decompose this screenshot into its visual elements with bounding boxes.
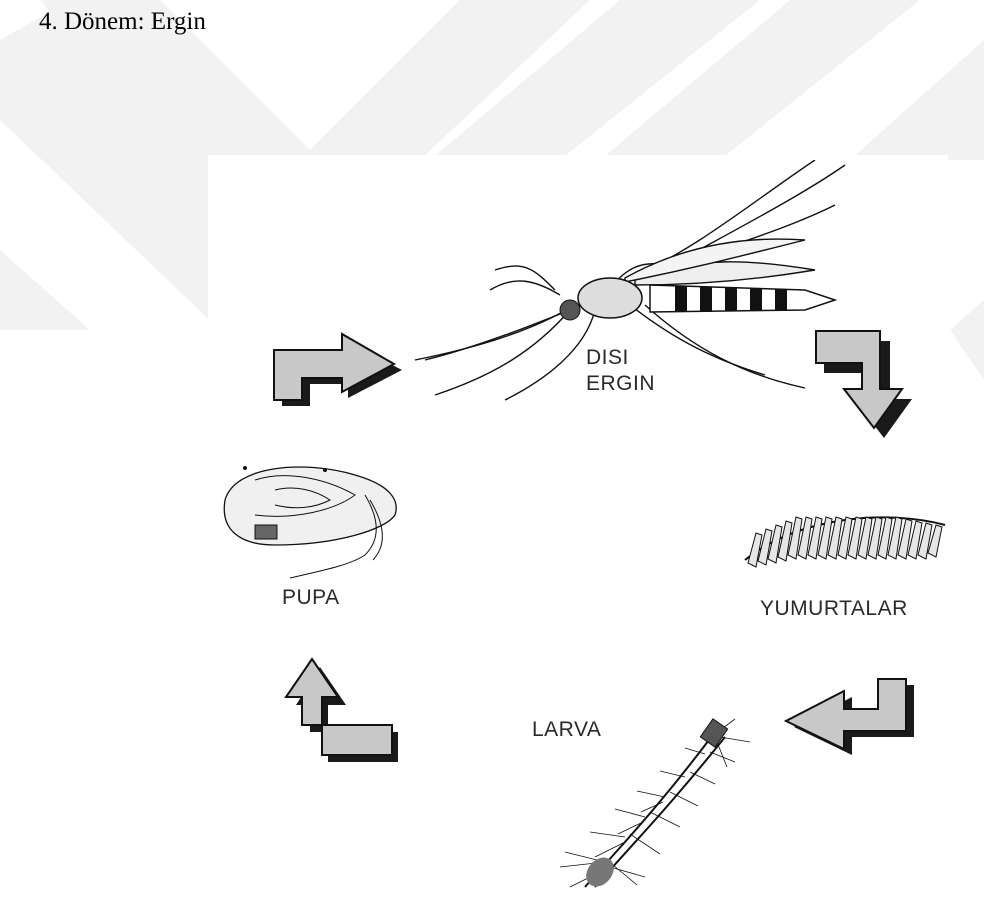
- pupa-icon: [215, 460, 415, 580]
- stage-label-larva: LARVA: [532, 718, 601, 742]
- page-heading: 4. Dönem: Ergin: [39, 8, 206, 36]
- stage-label-adult-line2: ERGIN: [586, 372, 655, 396]
- cycle-arrow-icon: [282, 655, 402, 765]
- cycle-arrow-icon: [782, 675, 922, 775]
- cycle-arrow-icon: [812, 323, 932, 443]
- cycle-arrow-icon: [270, 316, 410, 411]
- stage-label-pupa: PUPA: [282, 586, 340, 610]
- stage-label-eggs: YUMURTALAR: [760, 597, 908, 621]
- egg-raft-icon: [740, 505, 950, 580]
- stage-label-adult-line1: DISI: [586, 346, 629, 370]
